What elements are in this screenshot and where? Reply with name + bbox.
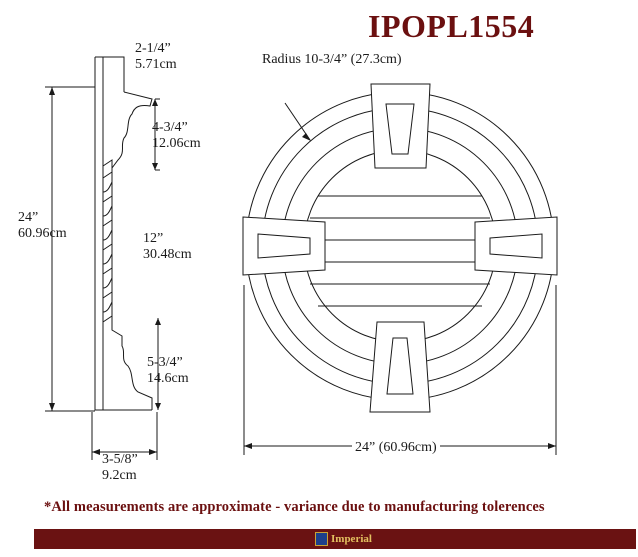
top-trim-label: 4-3/4” 12.06cm	[152, 120, 201, 152]
total-height-metric: 60.96cm	[18, 226, 67, 241]
total-height-label: 24” 60.96cm	[18, 210, 67, 242]
louver-height-label: 12” 30.48cm	[143, 231, 192, 263]
top-width-metric: 5.71cm	[135, 57, 177, 72]
radius-label: Radius 10-3/4” (27.3cm)	[262, 52, 402, 67]
louver-height-metric: 30.48cm	[143, 247, 192, 262]
total-height-imperial: 24”	[18, 210, 39, 225]
bottom-trim-label: 5-3/4” 14.6cm	[147, 355, 189, 387]
side-profile	[94, 56, 153, 411]
bottom-trim-imperial: 5-3/4”	[147, 355, 183, 370]
front-view	[242, 83, 558, 413]
imperial-logo-icon	[315, 532, 328, 546]
width-label: 24” (60.96cm)	[352, 440, 440, 456]
top-width-imperial: 2-1/4”	[135, 41, 171, 56]
footer-bar	[34, 529, 636, 549]
top-width-label: 2-1/4” 5.71cm	[135, 41, 177, 73]
bottom-trim-metric: 14.6cm	[147, 371, 189, 386]
top-trim-metric: 12.06cm	[152, 136, 201, 151]
top-trim-imperial: 4-3/4”	[152, 120, 188, 135]
arrowheads	[49, 87, 556, 455]
product-title: IPOPL1554	[368, 8, 535, 44]
louver-height-imperial: 12”	[143, 231, 164, 246]
profile-dimension-lines	[45, 86, 160, 460]
measurement-note: *All measurements are approximate - vari…	[44, 499, 545, 515]
depth-label: 3-5/8” 9.2cm	[102, 452, 138, 484]
depth-metric: 9.2cm	[102, 468, 137, 483]
brand-name: Imperial	[331, 533, 372, 545]
depth-imperial: 3-5/8”	[102, 452, 138, 467]
